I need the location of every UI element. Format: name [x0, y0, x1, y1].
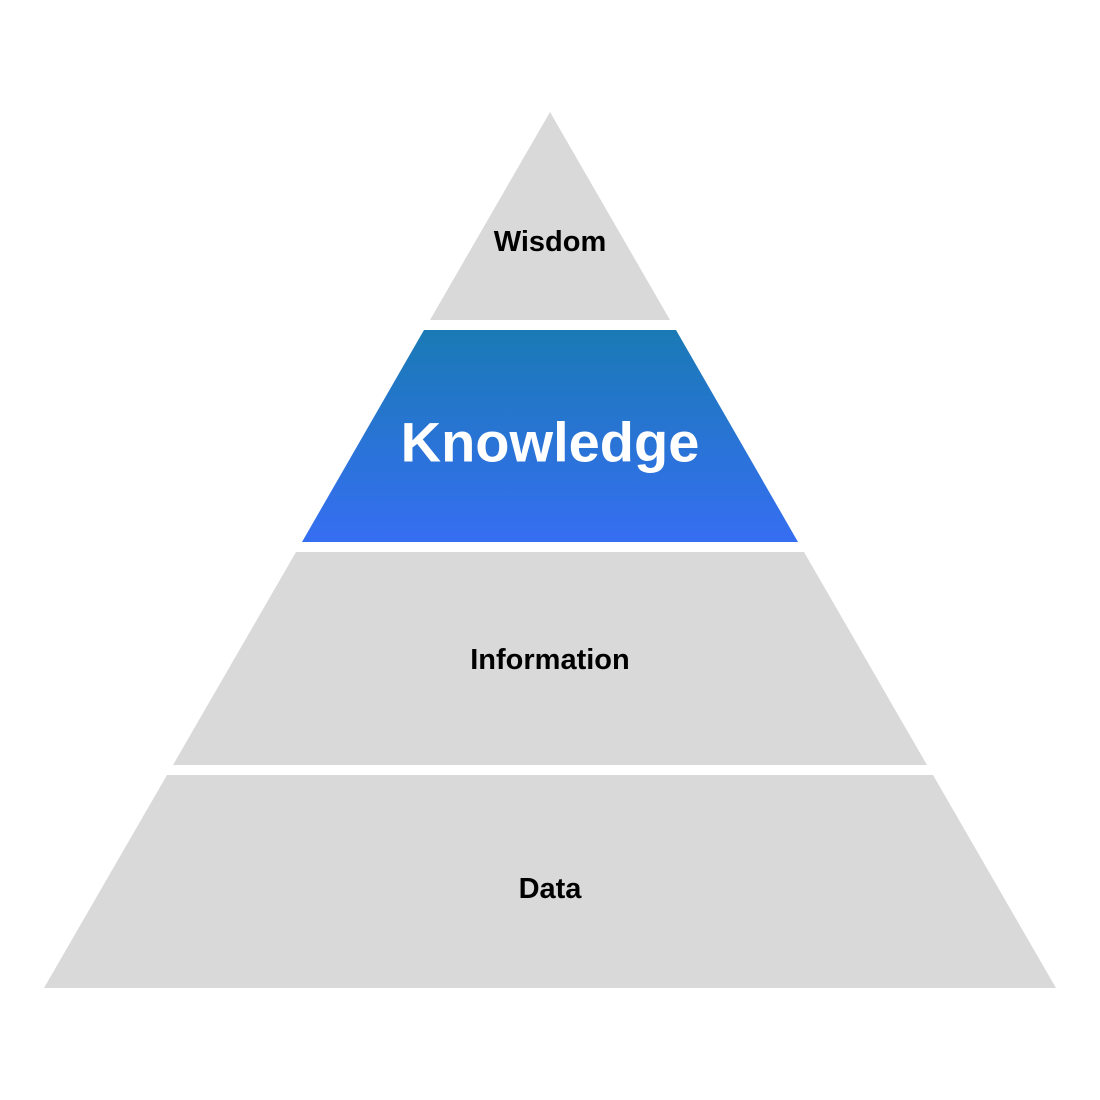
- level-information: Information: [173, 552, 927, 765]
- wisdom-shape: [430, 112, 670, 320]
- level-knowledge: Knowledge: [302, 330, 798, 542]
- knowledge-label: Knowledge: [401, 411, 700, 474]
- level-wisdom: Wisdom: [430, 112, 670, 320]
- information-shape: [173, 552, 927, 765]
- information-label: Information: [470, 644, 630, 676]
- knowledge-shape: [302, 330, 798, 542]
- data-shape: [44, 775, 1056, 988]
- data-label: Data: [519, 873, 583, 905]
- level-data: Data: [44, 775, 1056, 988]
- wisdom-label: Wisdom: [494, 226, 607, 258]
